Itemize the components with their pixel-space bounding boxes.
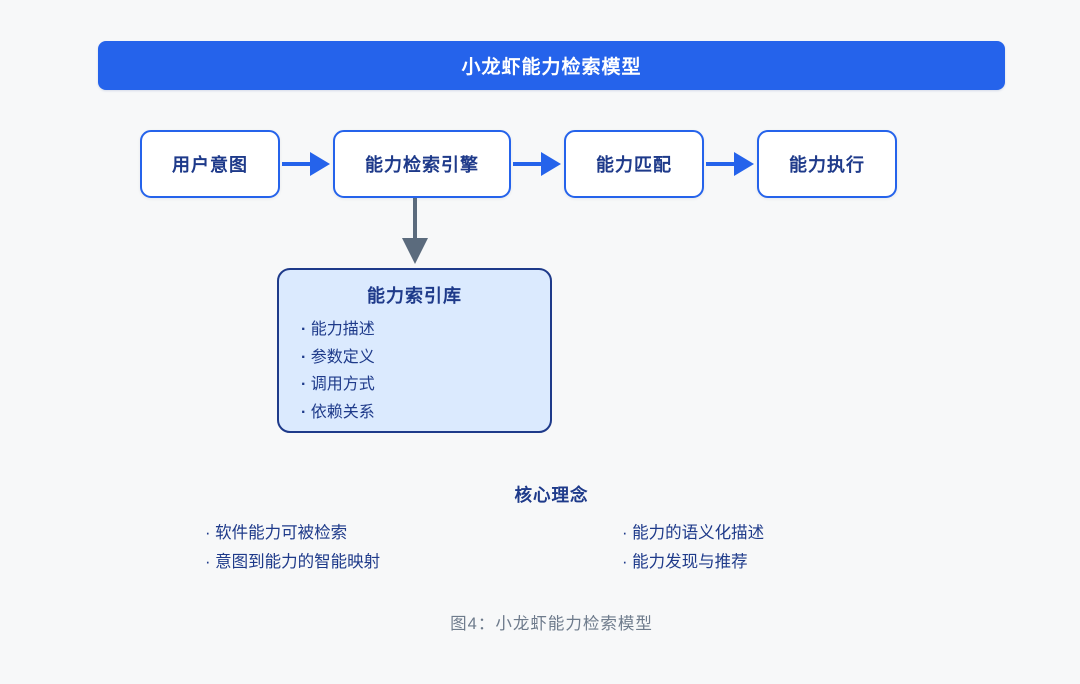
core-concepts-left-column: 软件能力可被检索 意图到能力的智能映射 <box>205 519 380 577</box>
down-arrow-icon <box>402 198 428 266</box>
flow-node-label: 能力匹配 <box>596 155 672 175</box>
list-item: 能力发现与推荐 <box>622 548 764 577</box>
arrow-head <box>541 152 561 176</box>
figure-caption: 图4：小龙虾能力检索模型 <box>450 615 653 633</box>
list-item: 能力描述 <box>297 316 532 344</box>
header-banner: 小龙虾能力检索模型 <box>98 41 1005 90</box>
right-arrow-icon <box>511 152 564 176</box>
list-item: 能力的语义化描述 <box>622 519 764 548</box>
flow-node-capability-match: 能力匹配 <box>564 130 704 198</box>
right-arrow-icon <box>704 152 757 176</box>
flow-row: 用户意图 能力检索引擎 能力匹配 能力执行 <box>140 130 897 198</box>
arrow-head <box>734 152 754 176</box>
flow-node-label: 能力执行 <box>789 155 865 175</box>
flow-node-user-intent: 用户意图 <box>140 130 280 198</box>
capability-index-box: 能力索引库 能力描述 参数定义 调用方式 依赖关系 <box>277 268 552 433</box>
list-item: 参数定义 <box>297 344 532 372</box>
list-item: 意图到能力的智能映射 <box>205 548 380 577</box>
list-item: 依赖关系 <box>297 399 532 427</box>
arrow-shaft <box>413 198 417 240</box>
flow-node-retrieval-engine: 能力检索引擎 <box>333 130 511 198</box>
core-concepts-right-column: 能力的语义化描述 能力发现与推荐 <box>622 519 764 577</box>
arrow-head <box>310 152 330 176</box>
core-concepts-columns: 软件能力可被检索 意图到能力的智能映射 能力的语义化描述 能力发现与推荐 <box>98 519 1005 583</box>
core-concepts-title: 核心理念 <box>514 485 589 505</box>
arrow-shaft <box>513 162 543 166</box>
diagram-title: 小龙虾能力检索模型 <box>461 57 642 78</box>
arrow-shaft <box>706 162 736 166</box>
arrow-shaft <box>282 162 312 166</box>
index-box-title: 能力索引库 <box>367 286 462 306</box>
flow-node-label: 用户意图 <box>172 155 248 175</box>
index-box-list: 能力描述 参数定义 调用方式 依赖关系 <box>297 316 532 426</box>
right-arrow-icon <box>280 152 333 176</box>
list-item: 调用方式 <box>297 371 532 399</box>
list-item: 软件能力可被检索 <box>205 519 380 548</box>
core-concepts-section: 核心理念 软件能力可被检索 意图到能力的智能映射 能力的语义化描述 能力发现与推… <box>98 482 1005 583</box>
arrow-head <box>402 238 428 264</box>
flow-node-label: 能力检索引擎 <box>365 155 479 175</box>
flow-node-capability-execute: 能力执行 <box>757 130 897 198</box>
